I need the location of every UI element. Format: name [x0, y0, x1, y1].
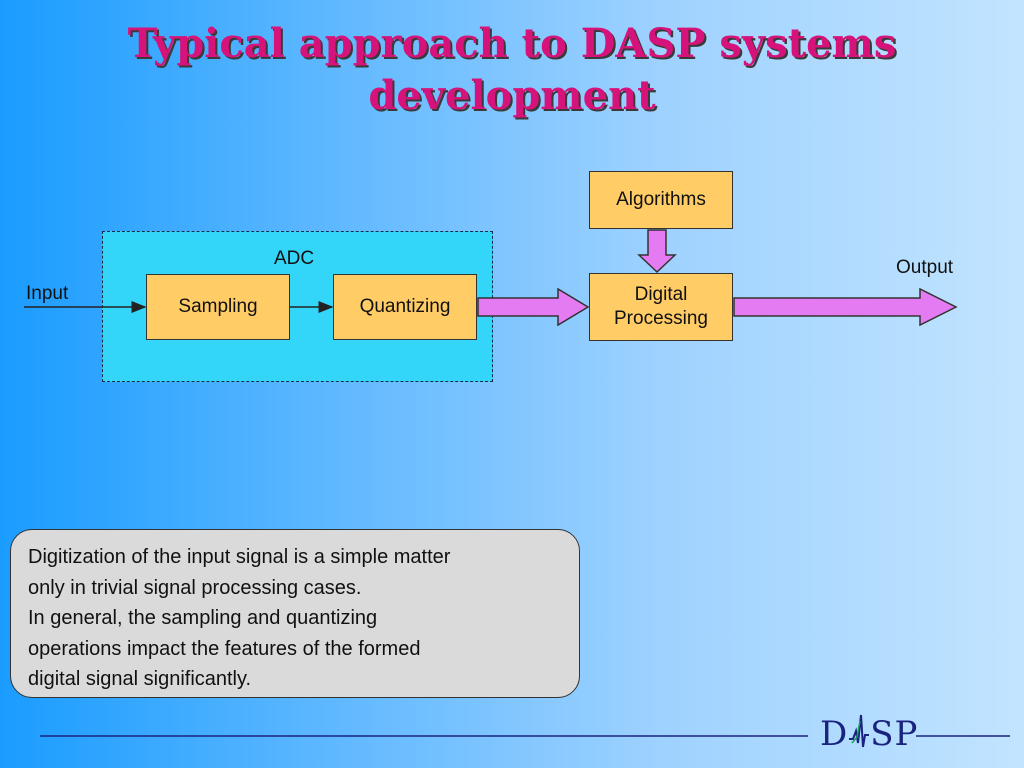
note-line: digital signal significantly. [28, 668, 252, 690]
algorithms-to-processing-arrow [637, 229, 677, 274]
digital-processing-label-line-2: Processing [614, 308, 708, 329]
quantizing-label: Quantizing [359, 296, 451, 317]
input-label: Input [26, 283, 69, 304]
output-label: Output [896, 257, 954, 278]
waveform-icon [849, 714, 870, 748]
dasp-logo: D SP [820, 713, 918, 754]
slide-title: Typical approach to DASP systems develop… [0, 18, 1024, 122]
note-line: only in trivial signal processing cases. [28, 576, 362, 599]
note-line: operations impact the features of the fo… [28, 637, 421, 660]
algorithms-block: Algorithms [589, 171, 733, 229]
slide-title-line-2: development [368, 72, 656, 119]
quantizing-block: Quantizing [333, 274, 477, 340]
logo-text-right: SP [870, 714, 919, 754]
note-line: Digitization of the input signal is a si… [28, 546, 451, 568]
digital-processing-label-line-1: Digital [634, 284, 688, 305]
output-arrow [733, 287, 958, 327]
adc-to-processing-arrow [477, 287, 590, 327]
note-line: In general, the sampling and quantizing [28, 607, 378, 629]
logo-text-left: D [820, 714, 849, 754]
explanation-note: Digitization of the input signal is a si… [10, 529, 580, 698]
algorithms-label: Algorithms [616, 189, 706, 210]
slide-title-line-1: Typical approach to DASP systems [127, 20, 897, 67]
sampling-label: Sampling [178, 296, 258, 317]
adc-label: ADC [274, 248, 315, 269]
sampling-block: Sampling [146, 274, 290, 340]
digital-processing-block: Digital Processing [589, 273, 733, 341]
